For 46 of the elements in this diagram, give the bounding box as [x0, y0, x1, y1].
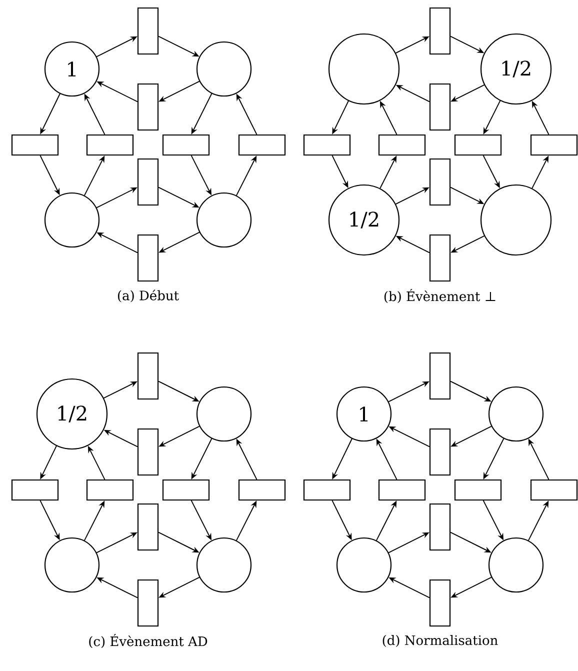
- transition-box: [137, 352, 159, 400]
- transition-box: [530, 134, 578, 156]
- place-circle: [44, 192, 100, 248]
- caption: (b) Évènement ⊥: [384, 288, 496, 304]
- transition-box: [86, 479, 134, 501]
- place-circle: [196, 537, 252, 593]
- transition-box: [429, 579, 451, 627]
- transition-box: [429, 352, 451, 400]
- transition-box: [454, 479, 502, 501]
- transition-box: [429, 7, 451, 55]
- transition-box: [530, 479, 578, 501]
- place-circle: [196, 192, 252, 248]
- transition-box: [378, 134, 426, 156]
- transition-box: [429, 83, 451, 131]
- place-circle: [196, 386, 252, 442]
- transition-box: [137, 579, 159, 627]
- place-circle: [480, 184, 552, 256]
- caption: (d) Normalisation: [382, 635, 498, 647]
- transition-box: [378, 479, 426, 501]
- transition-box: [137, 234, 159, 282]
- transition-box: [11, 134, 59, 156]
- transition-box: [86, 134, 134, 156]
- transition-box: [137, 503, 159, 551]
- transition-box: [162, 479, 210, 501]
- transition-box: [454, 134, 502, 156]
- transition-box: [11, 479, 59, 501]
- transition-box: [137, 83, 159, 131]
- transition-box: [238, 479, 286, 501]
- place-circle: [44, 537, 100, 593]
- transition-box: [238, 134, 286, 156]
- place-circle: [328, 33, 400, 105]
- transition-box: [303, 479, 351, 501]
- transition-box: [303, 134, 351, 156]
- transition-box: [429, 428, 451, 476]
- place-circle: [336, 537, 392, 593]
- transition-box: [429, 234, 451, 282]
- transition-box: [429, 503, 451, 551]
- place-circle: [196, 41, 252, 97]
- transition-box: [137, 428, 159, 476]
- place-circle: [488, 386, 544, 442]
- transition-box: [137, 7, 159, 55]
- transition-box: [137, 158, 159, 206]
- transition-box: [429, 158, 451, 206]
- place-circle: [488, 537, 544, 593]
- transition-box: [162, 134, 210, 156]
- caption: (c) Évènement AD: [89, 634, 208, 648]
